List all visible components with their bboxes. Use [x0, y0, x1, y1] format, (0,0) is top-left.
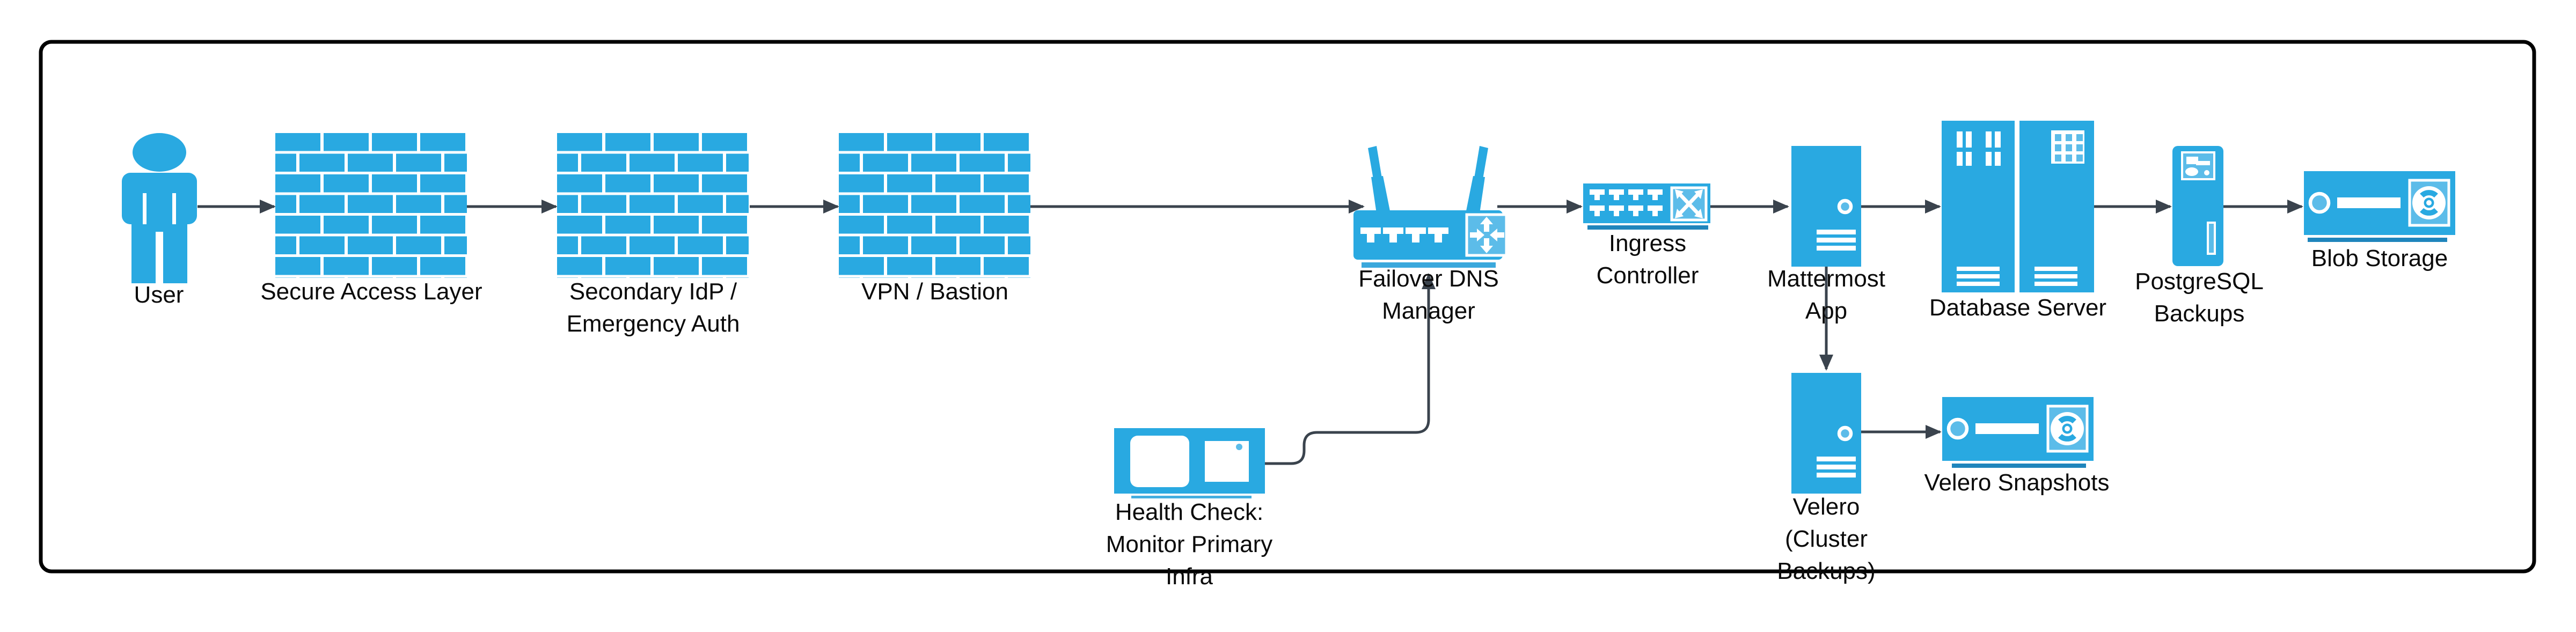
person-icon — [122, 133, 197, 283]
node-health-check[interactable] — [1114, 428, 1265, 499]
label-line: Database Server — [1929, 295, 2107, 321]
label-line: User — [134, 282, 184, 308]
screen-left — [1130, 436, 1189, 487]
status-dot — [1236, 444, 1242, 450]
tape-reel-badge — [2408, 179, 2450, 227]
label-line: Emergency Auth — [566, 311, 740, 337]
router-ports — [1360, 227, 1448, 242]
label-line: Secure Access Layer — [260, 278, 482, 305]
node-velero-snapshots-label: Velero Snapshots — [1867, 467, 2167, 499]
rack-servers-icon — [1942, 121, 2094, 292]
node-ingress-controller[interactable] — [1583, 182, 1712, 231]
switch-ports — [1590, 189, 1663, 216]
drive-bay — [2207, 222, 2216, 255]
node-failover-dns-manager[interactable] — [1350, 143, 1508, 269]
tower-pc-icon — [2172, 146, 2223, 266]
drive-eye — [1946, 417, 1969, 440]
label-line: Mattermost — [1767, 266, 1886, 292]
node-secondary-idp-label: Secondary IdP / Emergency Auth — [503, 276, 803, 340]
tape-storage-icon — [1942, 397, 2094, 468]
tower-server-icon — [1791, 373, 1861, 494]
node-failover-dns-manager-label: Failover DNS Manager — [1278, 263, 1579, 327]
node-user[interactable] — [121, 133, 198, 283]
tape-reel-badge — [2046, 405, 2089, 453]
node-mattermost-app-label: Mattermost App — [1676, 263, 1977, 327]
drive-eye — [2308, 192, 2331, 214]
node-ingress-controller-label: Ingress Controller — [1497, 227, 1798, 292]
label-line: Controller — [1596, 262, 1699, 289]
power-button — [1837, 199, 1853, 215]
label-line: PostgreSQL — [2135, 268, 2264, 295]
tower-server-icon — [1791, 146, 1861, 267]
node-database-server[interactable] — [1942, 121, 2094, 292]
rack-slots — [1957, 131, 2001, 166]
media-badge — [2181, 151, 2215, 180]
label-line: Infra — [1165, 563, 1213, 590]
node-secure-access-layer[interactable] — [275, 133, 467, 278]
node-blob-storage[interactable] — [2304, 171, 2455, 242]
icon-underline — [1131, 496, 1252, 498]
label-line: Manager — [1382, 298, 1475, 324]
label-line: Backups) — [1777, 558, 1876, 584]
label-line: Ingress — [1608, 230, 1687, 256]
firewall-icon — [275, 133, 467, 278]
wireless-router-icon — [1353, 146, 1508, 268]
icon-underline — [2308, 238, 2447, 242]
node-velero[interactable] — [1791, 373, 1861, 494]
node-blob-storage-label: Blob Storage — [2229, 242, 2530, 275]
label-line: Failover DNS — [1358, 266, 1499, 292]
node-postgresql-backups-label: PostgreSQL Backups — [2049, 266, 2350, 330]
firewall-icon — [557, 133, 749, 278]
node-vpn-bastion-label: VPN / Bastion — [785, 276, 1085, 308]
node-user-label: User — [9, 279, 309, 311]
switch-badge — [1670, 186, 1708, 222]
label-line: Secondary IdP / — [569, 278, 737, 305]
network-switch-icon — [1583, 183, 1710, 230]
label-line: Velero — [1792, 494, 1860, 520]
node-mattermost-app[interactable] — [1791, 146, 1861, 267]
monitor-icon — [1114, 428, 1265, 498]
arrow-healthcheck-to-failover-dns — [1265, 273, 1436, 465]
power-button — [1837, 425, 1853, 442]
tape-storage-icon — [2304, 171, 2455, 242]
label-line: Velero Snapshots — [1924, 469, 2110, 496]
node-secure-access-layer-label: Secure Access Layer — [221, 276, 522, 308]
icon-underline — [1952, 464, 2086, 468]
firewall-icon — [839, 133, 1030, 278]
icon-underline — [1362, 262, 1496, 268]
node-postgresql-backups[interactable] — [2172, 146, 2224, 266]
label-line: (Cluster — [1784, 526, 1868, 552]
label-line: App — [1805, 298, 1848, 324]
label-line: Health Check: — [1115, 499, 1264, 525]
node-vpn-bastion[interactable] — [839, 133, 1030, 278]
label-line: Blob Storage — [2311, 245, 2448, 271]
node-velero-snapshots[interactable] — [1942, 397, 2094, 468]
node-secondary-idp[interactable] — [557, 133, 749, 278]
node-health-check-label: Health Check: Monitor Primary Infra — [1039, 496, 1340, 593]
node-database-server-label: Database Server — [1868, 292, 2168, 324]
label-line: Backups — [2154, 300, 2245, 327]
vent-grid — [2051, 130, 2084, 164]
label-line: Monitor Primary — [1106, 531, 1273, 557]
icon-underline — [1587, 225, 1708, 230]
label-line: VPN / Bastion — [861, 278, 1008, 305]
node-velero-label: Velero (Cluster Backups) — [1676, 491, 1977, 587]
diagram-frame — [39, 40, 2536, 574]
